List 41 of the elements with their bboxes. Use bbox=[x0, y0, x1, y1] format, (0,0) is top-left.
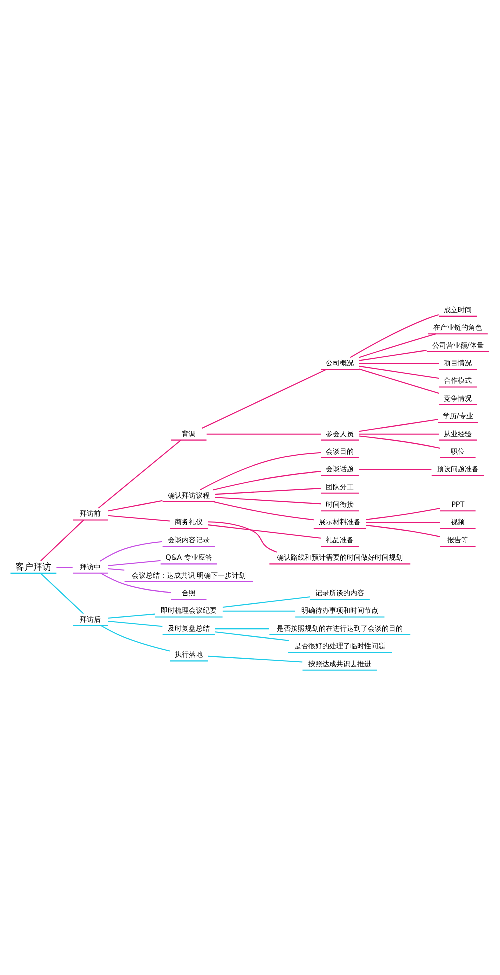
connector bbox=[215, 497, 322, 505]
connector bbox=[359, 363, 440, 364]
connector bbox=[359, 419, 438, 432]
connector bbox=[40, 574, 84, 614]
connector bbox=[108, 515, 170, 522]
connector bbox=[366, 508, 440, 520]
connector bbox=[208, 524, 322, 539]
connector bbox=[213, 471, 322, 491]
connector bbox=[100, 572, 172, 594]
connector bbox=[108, 621, 163, 628]
connector bbox=[202, 369, 328, 429]
connector bbox=[359, 334, 436, 358]
connector bbox=[108, 614, 156, 619]
connector bbox=[215, 628, 270, 630]
connector bbox=[366, 525, 440, 538]
connector bbox=[359, 436, 440, 449]
connector bbox=[56, 566, 73, 568]
connector bbox=[98, 440, 182, 509]
connector bbox=[359, 366, 440, 380]
node-text: 客户拜访 bbox=[16, 562, 52, 572]
connector bbox=[40, 520, 84, 562]
connector bbox=[359, 469, 432, 470]
connector bbox=[215, 488, 322, 496]
connector bbox=[108, 560, 161, 566]
connector bbox=[215, 632, 290, 642]
connector bbox=[350, 314, 440, 358]
connector bbox=[101, 625, 170, 652]
connector bbox=[366, 522, 440, 524]
connector bbox=[359, 350, 427, 362]
connector bbox=[108, 568, 125, 571]
connector bbox=[214, 501, 314, 521]
connector bbox=[208, 522, 278, 553]
connector bbox=[222, 596, 310, 608]
connector bbox=[100, 541, 163, 562]
connector bbox=[208, 656, 303, 663]
connector bbox=[222, 610, 296, 612]
connector bbox=[206, 434, 322, 435]
connector bbox=[200, 452, 322, 490]
connector bbox=[359, 368, 440, 394]
connector bbox=[108, 500, 163, 512]
connector bbox=[359, 434, 440, 435]
